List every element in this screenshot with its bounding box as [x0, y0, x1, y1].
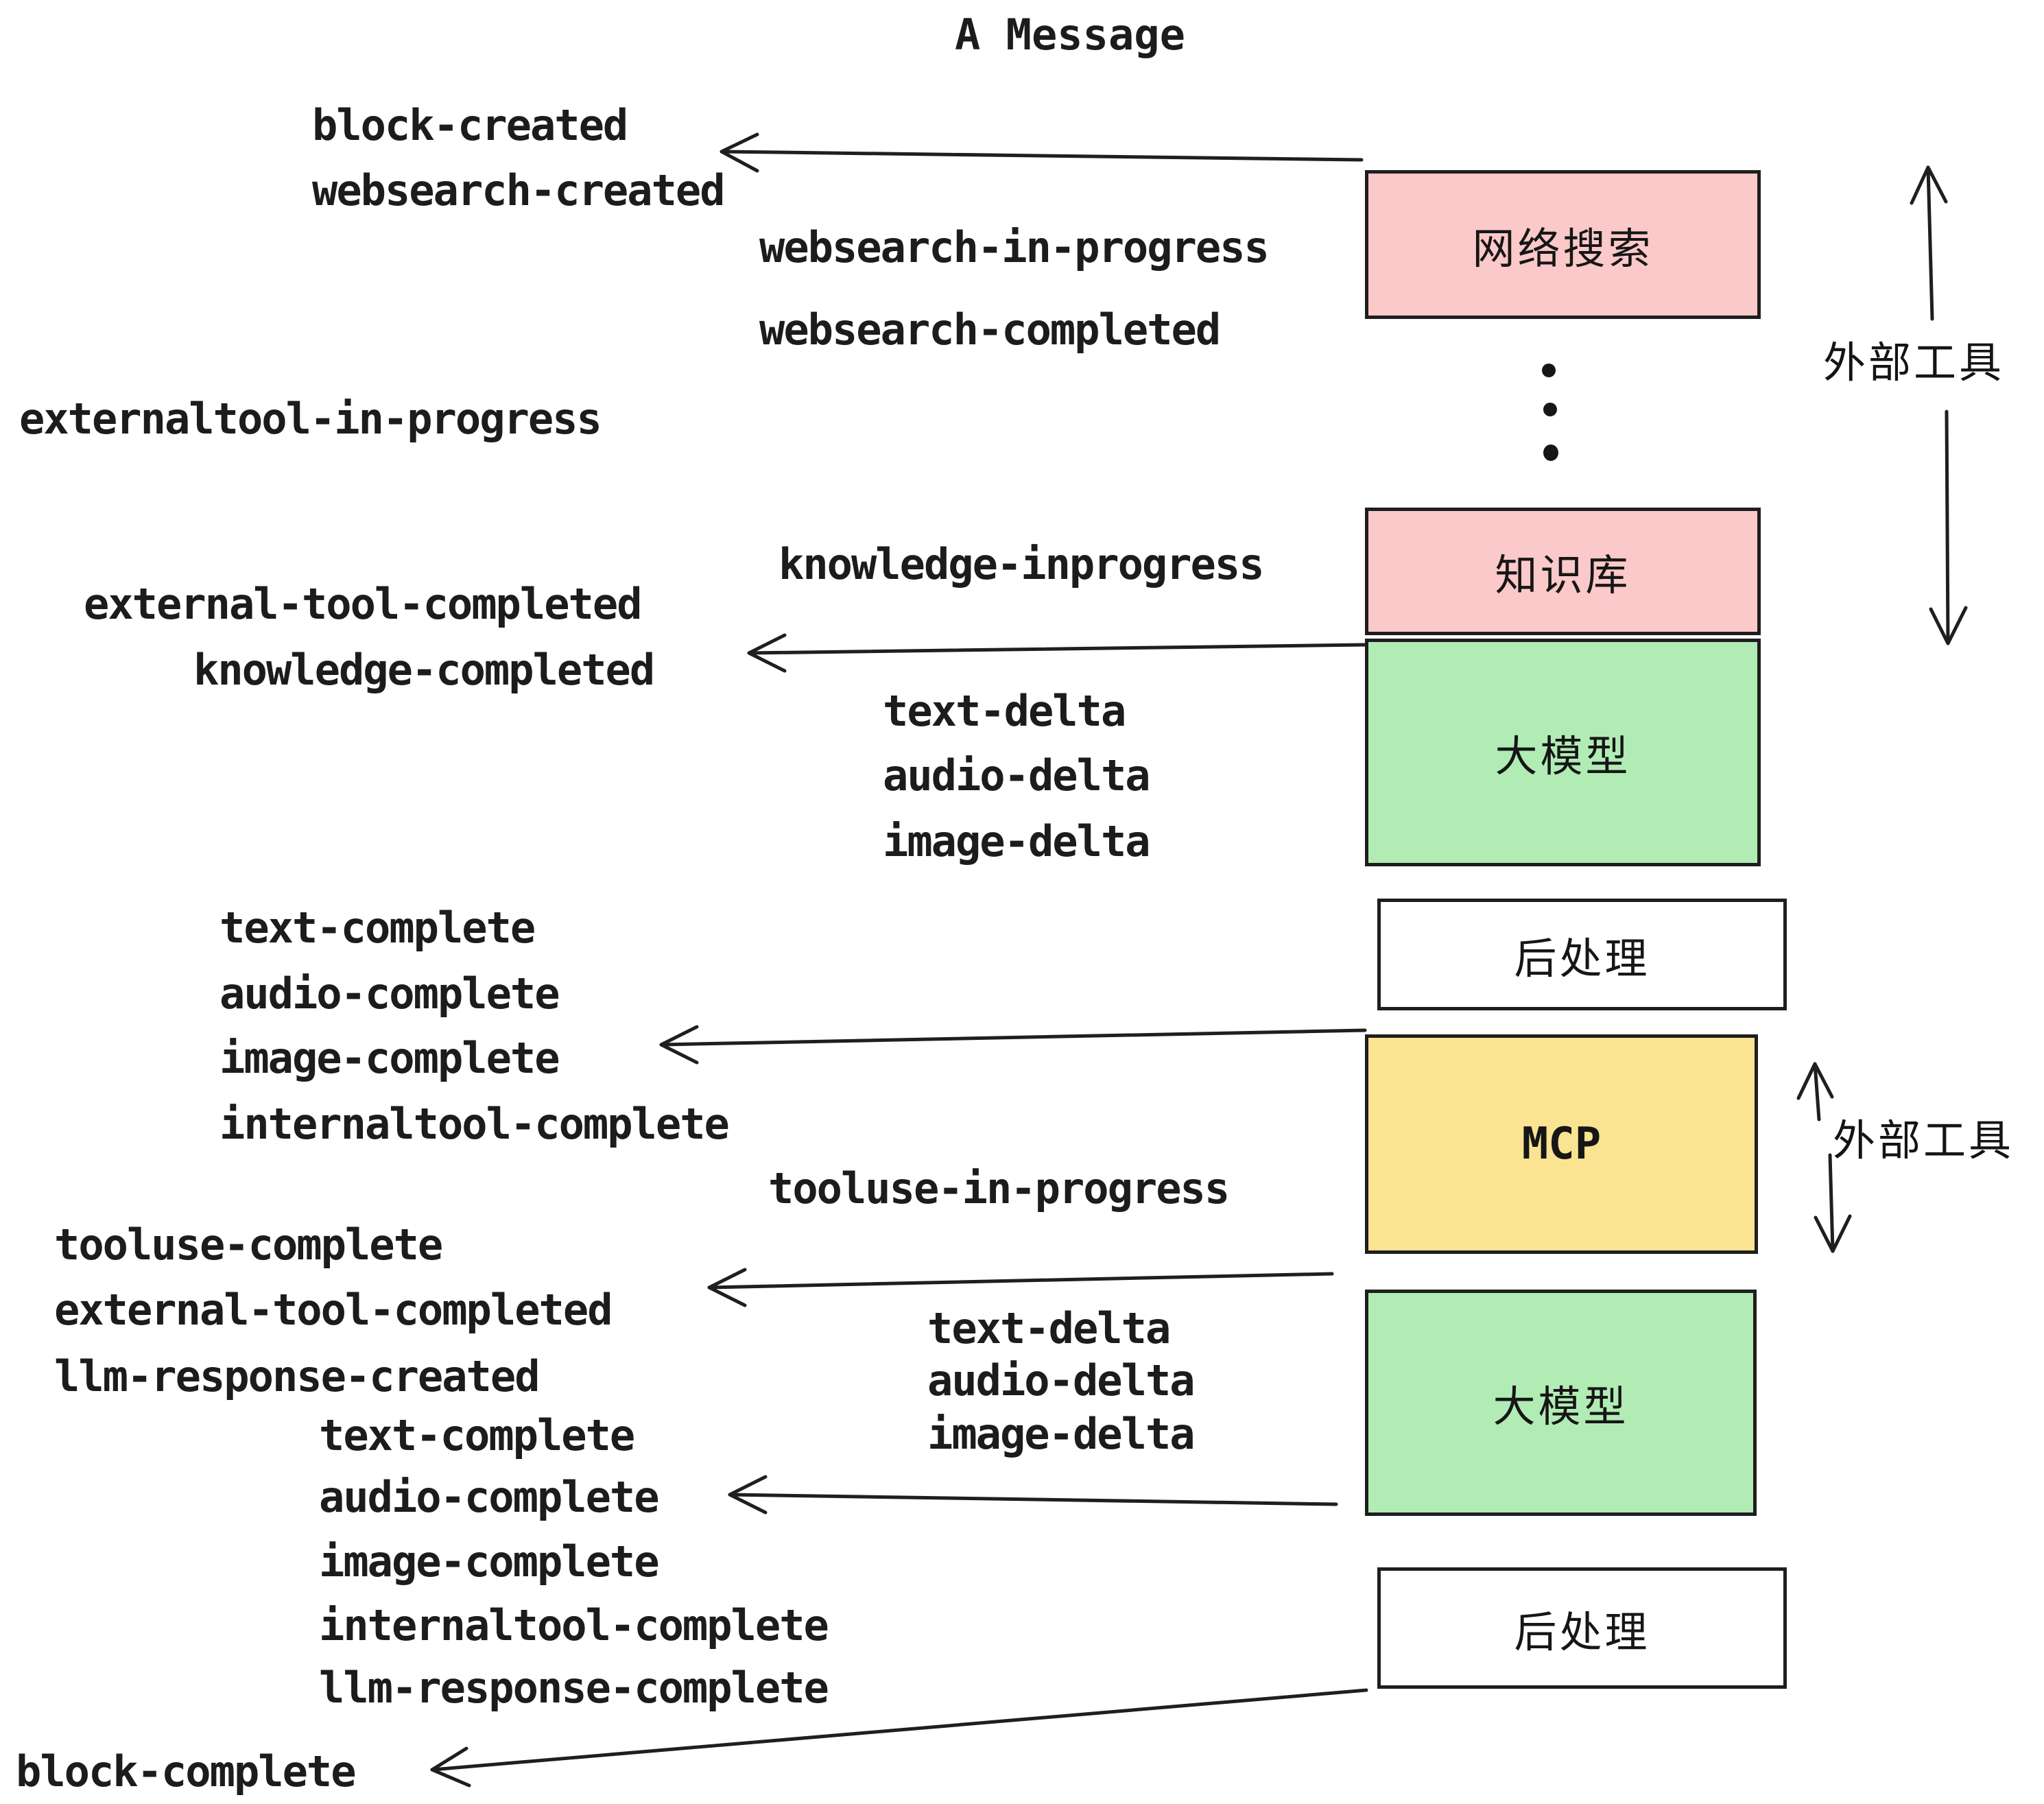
event-label-internaltool-complete-1: internaltool-complete [219, 1099, 730, 1149]
event-label-text-complete-1: text-complete [219, 903, 536, 953]
arrow-to-image-complete [659, 1025, 1367, 1065]
box-llm-top: 大模型 [1365, 639, 1761, 866]
box-mcp: MCP [1365, 1034, 1758, 1254]
external-tool-up-arrow-top [1910, 165, 1948, 321]
event-label-image-delta-1: image-delta [883, 816, 1151, 866]
box-websearch: 网络搜索 [1365, 170, 1761, 319]
box-knowledge: 知识库 [1365, 508, 1761, 635]
event-label-external-tool-completed-1: external-tool-completed [84, 579, 643, 629]
arrow-to-block-created [720, 132, 1364, 173]
event-label-external-tool-completed-2: external-tool-completed [54, 1285, 613, 1335]
event-label-block-created: block-created [312, 100, 628, 150]
event-label-text-delta-1: text-delta [883, 686, 1126, 736]
ellipsis-dot [1542, 364, 1556, 377]
event-label-tooluse-complete: tooluse-complete [54, 1220, 443, 1270]
event-label-block-complete: block-complete [16, 1746, 357, 1796]
event-label-text-complete-2: text-complete [319, 1410, 635, 1460]
event-label-image-complete-2: image-complete [319, 1536, 660, 1587]
event-label-websearch-in-progress: websearch-in-progress [759, 222, 1270, 272]
event-label-knowledge-completed: knowledge-completed [193, 645, 655, 695]
external-tool-label-bottom: 外部工具 [1833, 1115, 2015, 1165]
external-tool-down-arrow-top [1929, 410, 1968, 645]
event-label-llm-response-complete: llm-response-complete [319, 1663, 829, 1713]
event-label-internaltool-complete-2: internaltool-complete [319, 1600, 829, 1650]
box-llm-bottom: 大模型 [1365, 1290, 1757, 1516]
external-tool-down-arrow-bottom [1814, 1153, 1852, 1253]
event-label-websearch-created: websearch-created [312, 165, 726, 215]
arrow-to-knowledge-completed [747, 633, 1367, 673]
arrow-to-tooluse-complete [707, 1268, 1334, 1307]
event-label-image-complete-1: image-complete [219, 1033, 560, 1083]
event-label-audio-complete-2: audio-complete [319, 1472, 660, 1522]
event-label-knowledge-inprogress: knowledge-inprogress [779, 539, 1265, 589]
event-label-externaltool-in-progress: externaltool-in-progress [19, 394, 602, 444]
external-tool-label-top: 外部工具 [1823, 337, 2005, 388]
ellipsis-dot [1543, 403, 1557, 416]
external-tool-up-arrow-bottom [1796, 1062, 1834, 1121]
arrow-to-audio-complete [728, 1475, 1338, 1515]
box-post-top: 后处理 [1377, 899, 1787, 1010]
event-label-text-delta-2: text-delta [927, 1303, 1171, 1353]
event-label-audio-delta-1: audio-delta [883, 750, 1151, 800]
event-label-websearch-completed: websearch-completed [759, 305, 1221, 355]
event-label-audio-complete-1: audio-complete [219, 969, 560, 1019]
event-label-audio-delta-2: audio-delta [927, 1355, 1196, 1405]
event-label-tooluse-in-progress: tooluse-in-progress [768, 1163, 1230, 1213]
event-label-image-delta-2: image-delta [927, 1409, 1196, 1459]
ellipsis-dot [1543, 444, 1558, 461]
event-label-llm-response-created: llm-response-created [54, 1351, 540, 1401]
page-title: A Message [955, 10, 1185, 60]
box-post-bottom: 后处理 [1377, 1567, 1787, 1689]
